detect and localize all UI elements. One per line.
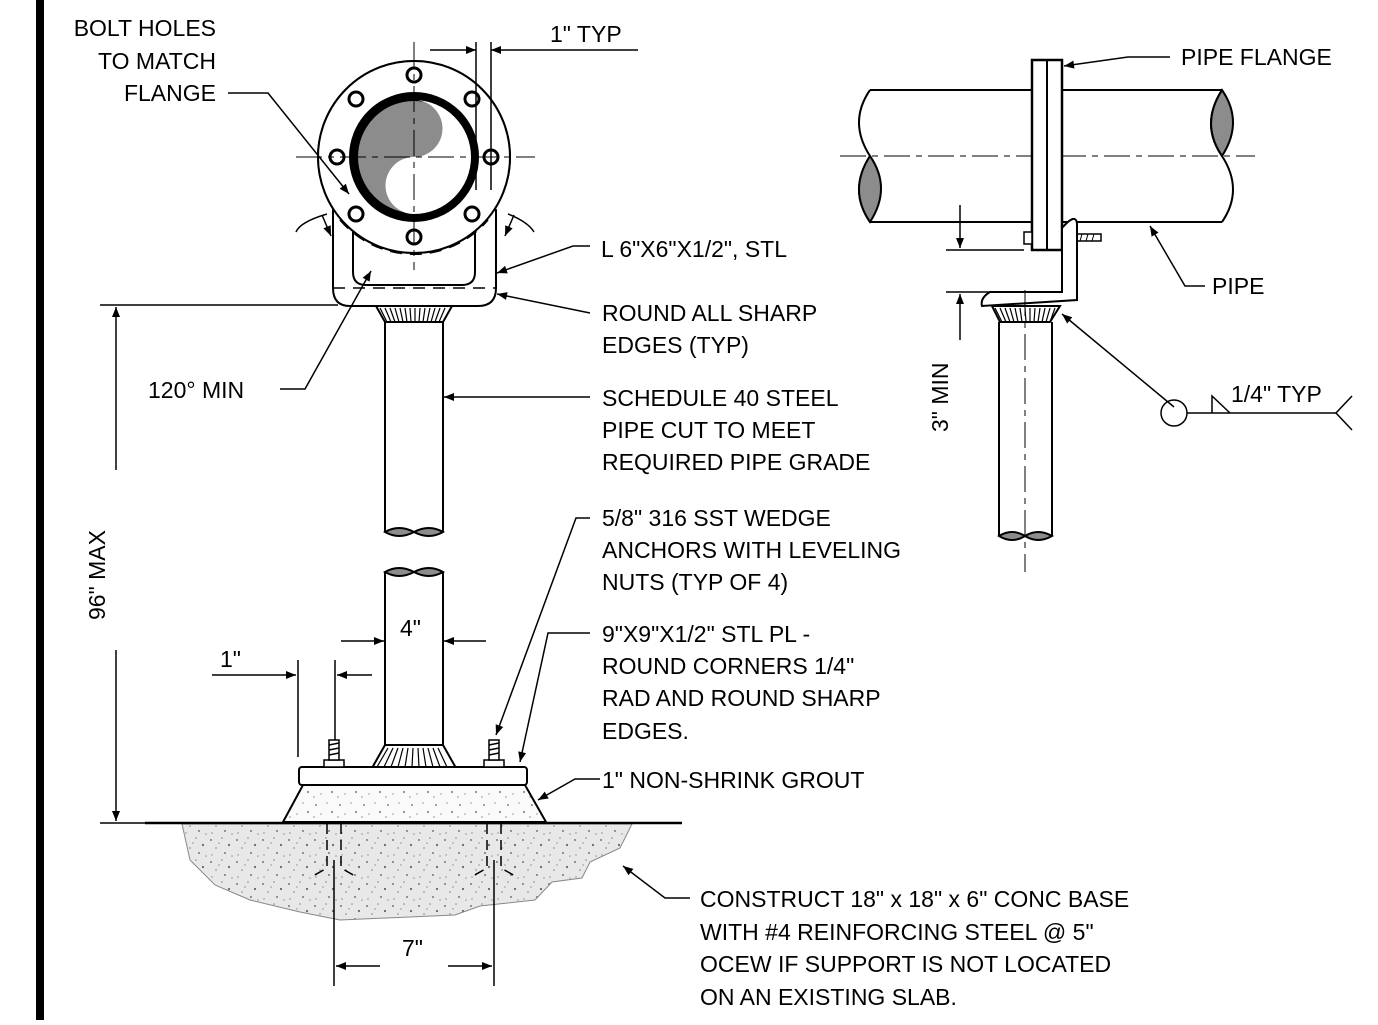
label-schedule-2: PIPE CUT TO MEET xyxy=(602,417,815,443)
label-120-min: 120° MIN xyxy=(148,377,244,403)
label-conc-3: OCEW IF SUPPORT IS NOT LOCATED xyxy=(700,951,1111,977)
label-wedge-3: NUTS (TYP OF 4) xyxy=(602,569,788,595)
label-wedge-1: 5/8" 316 SST WEDGE xyxy=(602,505,831,531)
label-plate-4: EDGES. xyxy=(602,718,689,744)
label-plate-1: 9"X9"X1/2" STL PL - xyxy=(602,621,810,647)
label-96-max: 96" MAX xyxy=(84,530,110,620)
label-pipe-flange: PIPE FLANGE xyxy=(1181,44,1332,70)
label-grout: 1" NON-SHRINK GROUT xyxy=(602,767,864,793)
pipe-column-lower xyxy=(384,572,444,752)
pipe-column-upper xyxy=(384,318,444,532)
front-view-dimensions xyxy=(100,42,690,986)
label-4in: 4" xyxy=(400,615,421,641)
label-bolt-holes-2: TO MATCH xyxy=(98,48,216,74)
angle-bracket-side xyxy=(980,217,1078,308)
vertical-pipe-side xyxy=(998,322,1053,536)
label-round-edges-2: EDGES (TYP) xyxy=(602,332,749,358)
grout-pad xyxy=(281,784,548,823)
side-view-dimensions xyxy=(946,56,1353,431)
label-schedule-1: SCHEDULE 40 STEEL xyxy=(602,385,839,411)
label-1in: 1" xyxy=(220,646,241,672)
label-bolt-holes-1: BOLT HOLES xyxy=(74,15,216,41)
concrete-base xyxy=(181,823,633,921)
label-typ-1in: 1" TYP xyxy=(550,21,622,47)
front-view xyxy=(145,42,682,921)
label-angle: L 6"X6"X1/2", STL xyxy=(601,236,787,262)
side-view xyxy=(840,58,1255,572)
label-plate-2: ROUND CORNERS 1/4" xyxy=(602,653,854,679)
label-conc-4: ON AN EXISTING SLAB. xyxy=(700,984,957,1010)
label-wedge-2: ANCHORS WITH LEVELING xyxy=(602,537,901,563)
label-7in: 7" xyxy=(402,935,423,961)
base-plate xyxy=(298,766,528,786)
label-pipe: PIPE xyxy=(1212,273,1264,299)
label-bolt-holes-3: FLANGE xyxy=(124,80,216,106)
sheet-border xyxy=(36,0,44,1020)
label-schedule-3: REQUIRED PIPE GRADE xyxy=(602,449,870,475)
label-round-edges-1: ROUND ALL SHARP xyxy=(602,300,817,326)
label-plate-3: RAD AND ROUND SHARP xyxy=(602,685,881,711)
label-weld-typ: 1/4" TYP xyxy=(1231,381,1322,407)
annotations: BOLT HOLES TO MATCH FLANGE 1" TYP PIPE F… xyxy=(74,15,1332,1010)
label-conc-2: WITH #4 REINFORCING STEEL @ 5" xyxy=(700,919,1094,945)
label-conc-1: CONSTRUCT 18" x 18" x 6" CONC BASE xyxy=(700,886,1129,912)
label-3in-min: 3" MIN xyxy=(927,362,953,432)
